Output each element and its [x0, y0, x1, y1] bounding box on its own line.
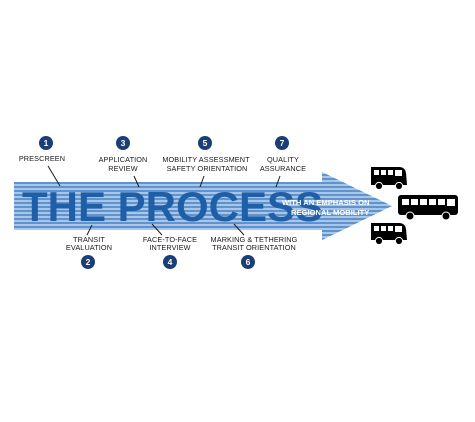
step-2-connector [86, 224, 93, 236]
step-3-number: 3 [121, 138, 126, 148]
arrow-stripe [14, 182, 392, 184]
step-2-number: 2 [86, 257, 91, 267]
step-1-connector [47, 165, 61, 187]
step-3-connector [133, 175, 140, 188]
step-7-connector [275, 175, 281, 188]
step-4: FACE-TO-FACE INTERVIEW 4 [143, 223, 197, 269]
step-4-number: 4 [168, 257, 173, 267]
step-7: 7 QUALITY ASSURANCE [260, 136, 306, 188]
diagram-title: THE PROCESS [22, 183, 323, 230]
van-icon [371, 223, 407, 246]
arrow-stripe [14, 234, 392, 236]
step-1-number: 1 [44, 138, 49, 148]
arrow-stripe [14, 218, 392, 220]
subtitle-line-1: WITH AN EMPHASIS ON [282, 198, 369, 207]
arrow-stripe [14, 214, 392, 216]
step-4-label-line-1: FACE-TO-FACE [143, 235, 197, 244]
step-5-number: 5 [203, 138, 208, 148]
step-6-connector [233, 223, 245, 236]
arrow-stripe [14, 226, 392, 228]
step-7-badge [275, 136, 289, 150]
step-5: 5 MOBILITY ASSESSMENT SAFETY ORIENTATION [162, 136, 250, 188]
arrow-stripe [14, 198, 392, 200]
step-4-badge [163, 255, 177, 269]
step-1-label: PRESCREEN [19, 154, 65, 163]
step-6: MARKING & TETHERING TRANSIT ORIENTATION … [211, 223, 298, 269]
step-3-badge [116, 136, 130, 150]
process-arrow [14, 172, 392, 240]
arrow-stripe [14, 194, 392, 196]
step-2-badge [81, 255, 95, 269]
step-5-connector [199, 175, 205, 188]
arrow-stripe [14, 210, 392, 212]
step-5-label-line-1: MOBILITY ASSESSMENT [162, 155, 250, 164]
step-4-label-line-2: INTERVIEW [149, 243, 190, 252]
step-5-label-line-2: SAFETY ORIENTATION [167, 164, 248, 173]
step-5-badge [198, 136, 212, 150]
arrow-stripe [14, 178, 392, 180]
arrow-stripe [14, 202, 392, 204]
step-2: TRANSIT EVALUATION 2 [66, 224, 112, 269]
step-6-label-line-2: TRANSIT ORIENTATION [212, 243, 296, 252]
step-7-label-line-1: QUALITY [267, 155, 299, 164]
step-3-label-line-1: APPLICATION [99, 155, 148, 164]
van-icon [371, 167, 407, 191]
step-7-label-line-2: ASSURANCE [260, 164, 306, 173]
subtitle-line-2: REGIONAL MOBILITY [291, 208, 369, 217]
arrow-stripe [14, 206, 392, 208]
step-2-label-line-2: EVALUATION [66, 243, 112, 252]
step-6-number: 6 [246, 257, 251, 267]
arrow-stripe [14, 186, 392, 188]
step-1: 1 PRESCREEN [19, 136, 65, 187]
arrow-stripe [14, 230, 392, 232]
step-1-badge [39, 136, 53, 150]
arrow-stripe [14, 238, 392, 240]
step-4-connector [151, 223, 163, 236]
step-7-number: 7 [280, 138, 285, 148]
step-3: 3 APPLICATION REVIEW [99, 136, 148, 188]
arrow-stripe [14, 222, 392, 224]
arrow-stripe [14, 190, 392, 192]
bus-icon [398, 195, 458, 221]
step-2-label-line-1: TRANSIT [73, 235, 105, 244]
step-3-label-line-2: REVIEW [108, 164, 137, 173]
arrow-stripe [14, 174, 392, 176]
step-6-badge [241, 255, 255, 269]
step-6-label-line-1: MARKING & TETHERING [211, 235, 298, 244]
